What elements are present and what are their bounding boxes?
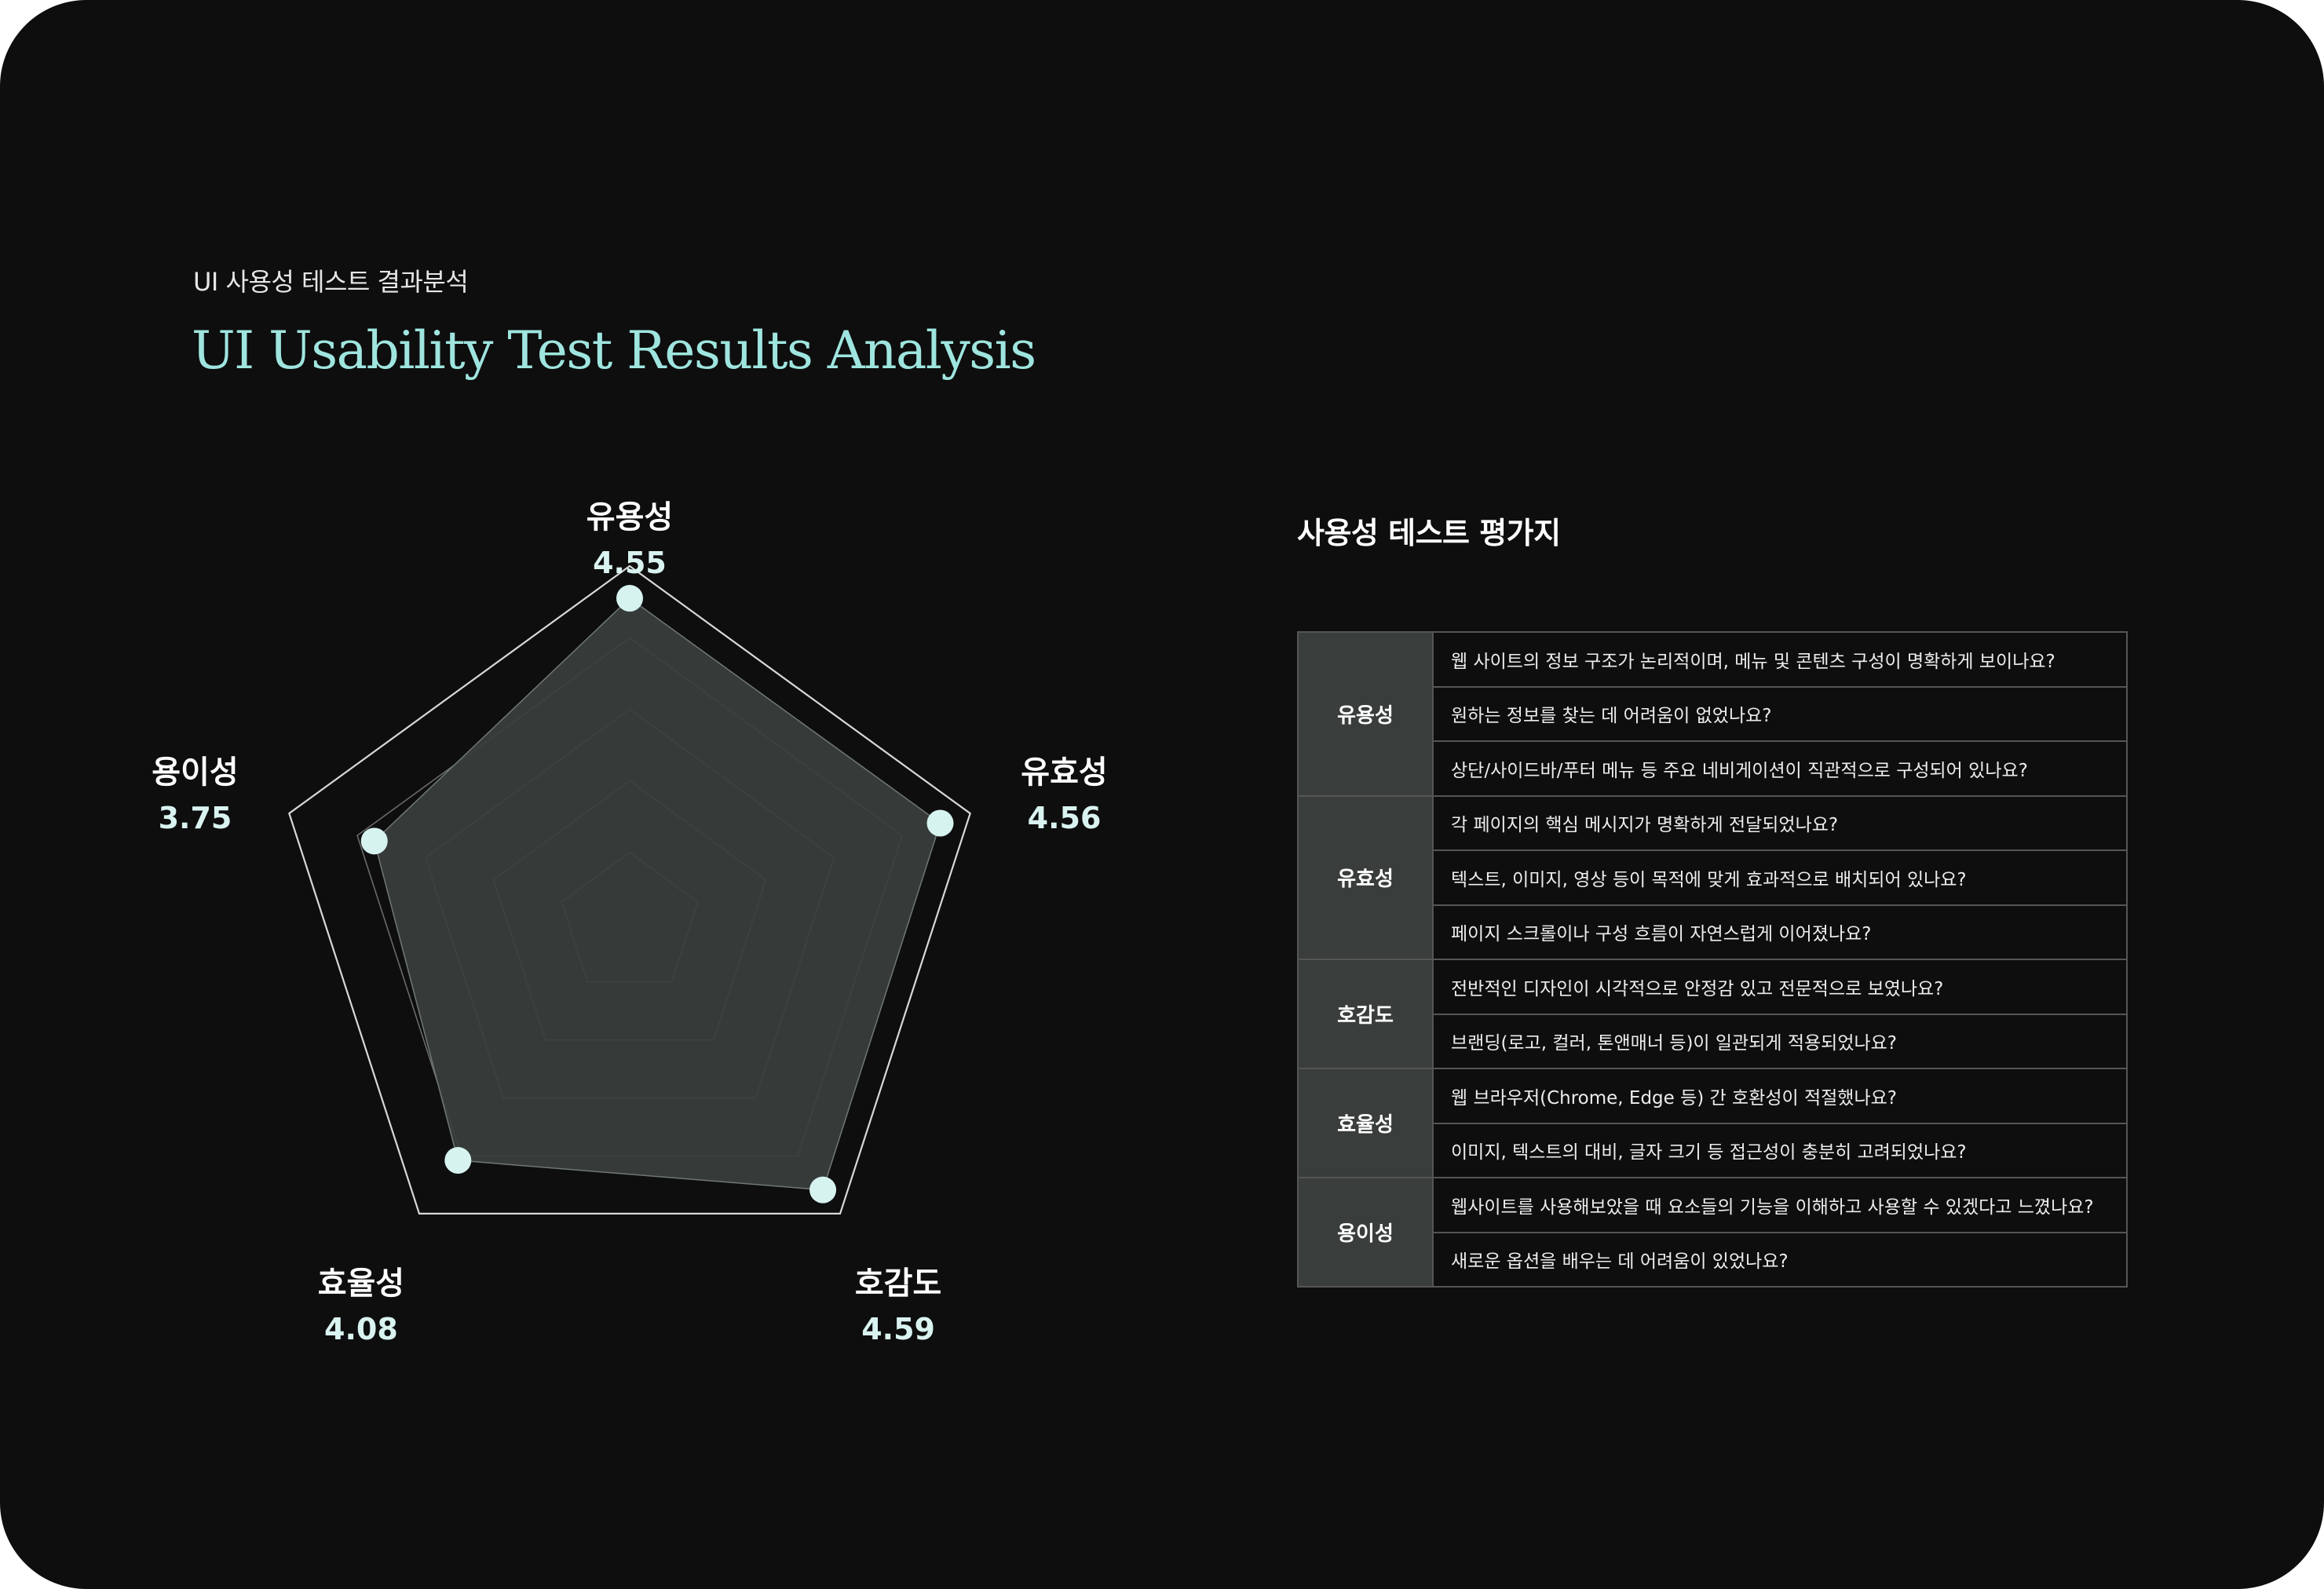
axis-label-3: 호감도 [855,1266,941,1302]
sheet-question: 이미지, 텍스트의 대비, 글자 크기 등 접근성이 충분히 고려되었나요? [1451,1142,1967,1163]
radar-point-2 [926,809,954,837]
sheet-category-cell: 호감도 [1299,960,1434,1068]
sheet-question: 상단/사이드바/푸터 메뉴 등 주요 네비게이션이 직관적으로 구성되어 있나요… [1451,760,2028,781]
page-kicker: UI 사용성 테스트 결과분석 [193,267,469,297]
radar-points-layer [360,585,954,1204]
sheet-category-cell: 용이성 [1299,1178,1434,1286]
radar-point-1 [616,585,643,612]
sheet-question: 브랜딩(로고, 컬러, 톤앤매너 등)이 일관되게 적용되었나요? [1451,1033,1898,1054]
sheet-question: 페이지 스크롤이나 구성 흐름이 자연스럽게 이어졌나요? [1451,924,1872,945]
sheet-question: 새로운 옵션을 배우는 데 어려움이 있었나요? [1451,1251,1789,1273]
evaluation-sheet-title: 사용성 테스트 평가지 [1297,516,1561,550]
sheet-question: 전반적인 디자인이 시각적으로 안정감 있고 전문적으로 보였나요? [1434,960,2126,1015]
radar-data-area [373,597,941,1191]
axis-value-4: 4.08 [324,1312,398,1346]
radar-point-3 [809,1176,837,1204]
axis-label-4: 효율성 [318,1266,404,1302]
radar-point-4 [444,1147,472,1174]
sheet-question-list: 웹사이트를 사용해보았을 때 요소들의 기능을 이해하고 사용할 수 있겠다고 … [1434,1178,2126,1286]
sheet-question-list: 전반적인 디자인이 시각적으로 안정감 있고 전문적으로 보였나요? 브랜딩(로고… [1434,960,2126,1068]
axis-label-2: 유효성 [1021,754,1107,791]
axis-value-3: 4.59 [861,1312,935,1346]
radar-area-layer [373,597,941,1191]
sheet-category-cell: 유효성 [1299,796,1434,959]
page-title: UI Usability Test Results Analysis [192,320,1036,381]
radar-labels-layer: 유용성 4.55 유효성 4.56 호감도 4.59 효율성 4.08 용이성 3.75 [152,499,1107,1346]
sheet-question: 웹 사이트의 정보 구조가 논리적이며, 메뉴 및 콘텐츠 구성이 명확하게 보… [1434,633,2126,688]
radar-grid-ring [288,564,971,1215]
radar-point-5 [360,827,388,855]
sheet-question: 웹사이트를 사용해보았을 때 요소들의 기능을 이해하고 사용할 수 있겠다고 … [1434,1178,2126,1233]
axis-label-1: 유용성 [586,499,673,535]
sheet-question-list: 웹 사이트의 정보 구조가 논리적이며, 메뉴 및 콘텐츠 구성이 명확하게 보… [1434,633,2126,795]
sheet-question: 원하는 정보를 찾는 데 어려움이 없었나요? [1434,688,2126,742]
sheet-category-cell: 유용성 [1299,633,1434,795]
sheet-question: 웹 브라우저(Chrome, Edge 등) 간 호환성이 적절했나요? [1434,1069,2126,1124]
axis-value-2: 4.56 [1028,801,1102,835]
axis-label-5: 용이성 [152,754,238,791]
radar-chart: 유용성 4.55 유효성 4.56 호감도 4.59 효율성 4.08 용이성 3.75 [152,499,1107,1346]
axis-value-1: 4.55 [593,546,667,580]
axis-value-5: 3.75 [159,801,232,835]
sheet-question: 텍스트, 이미지, 영상 등이 목적에 맞게 효과적으로 배치되어 있나요? [1434,851,2126,906]
sheet-question-list: 웹 브라우저(Chrome, Edge 등) 간 호환성이 적절했나요? 이미지,… [1434,1069,2126,1177]
sheet-category-cell: 효율성 [1299,1069,1434,1177]
sheet-question: 각 페이지의 핵심 메시지가 명확하게 전달되었나요? [1434,797,2126,851]
sheet-question-list: 각 페이지의 핵심 메시지가 명확하게 전달되었나요?텍스트, 이미지, 영상 … [1434,797,2126,959]
